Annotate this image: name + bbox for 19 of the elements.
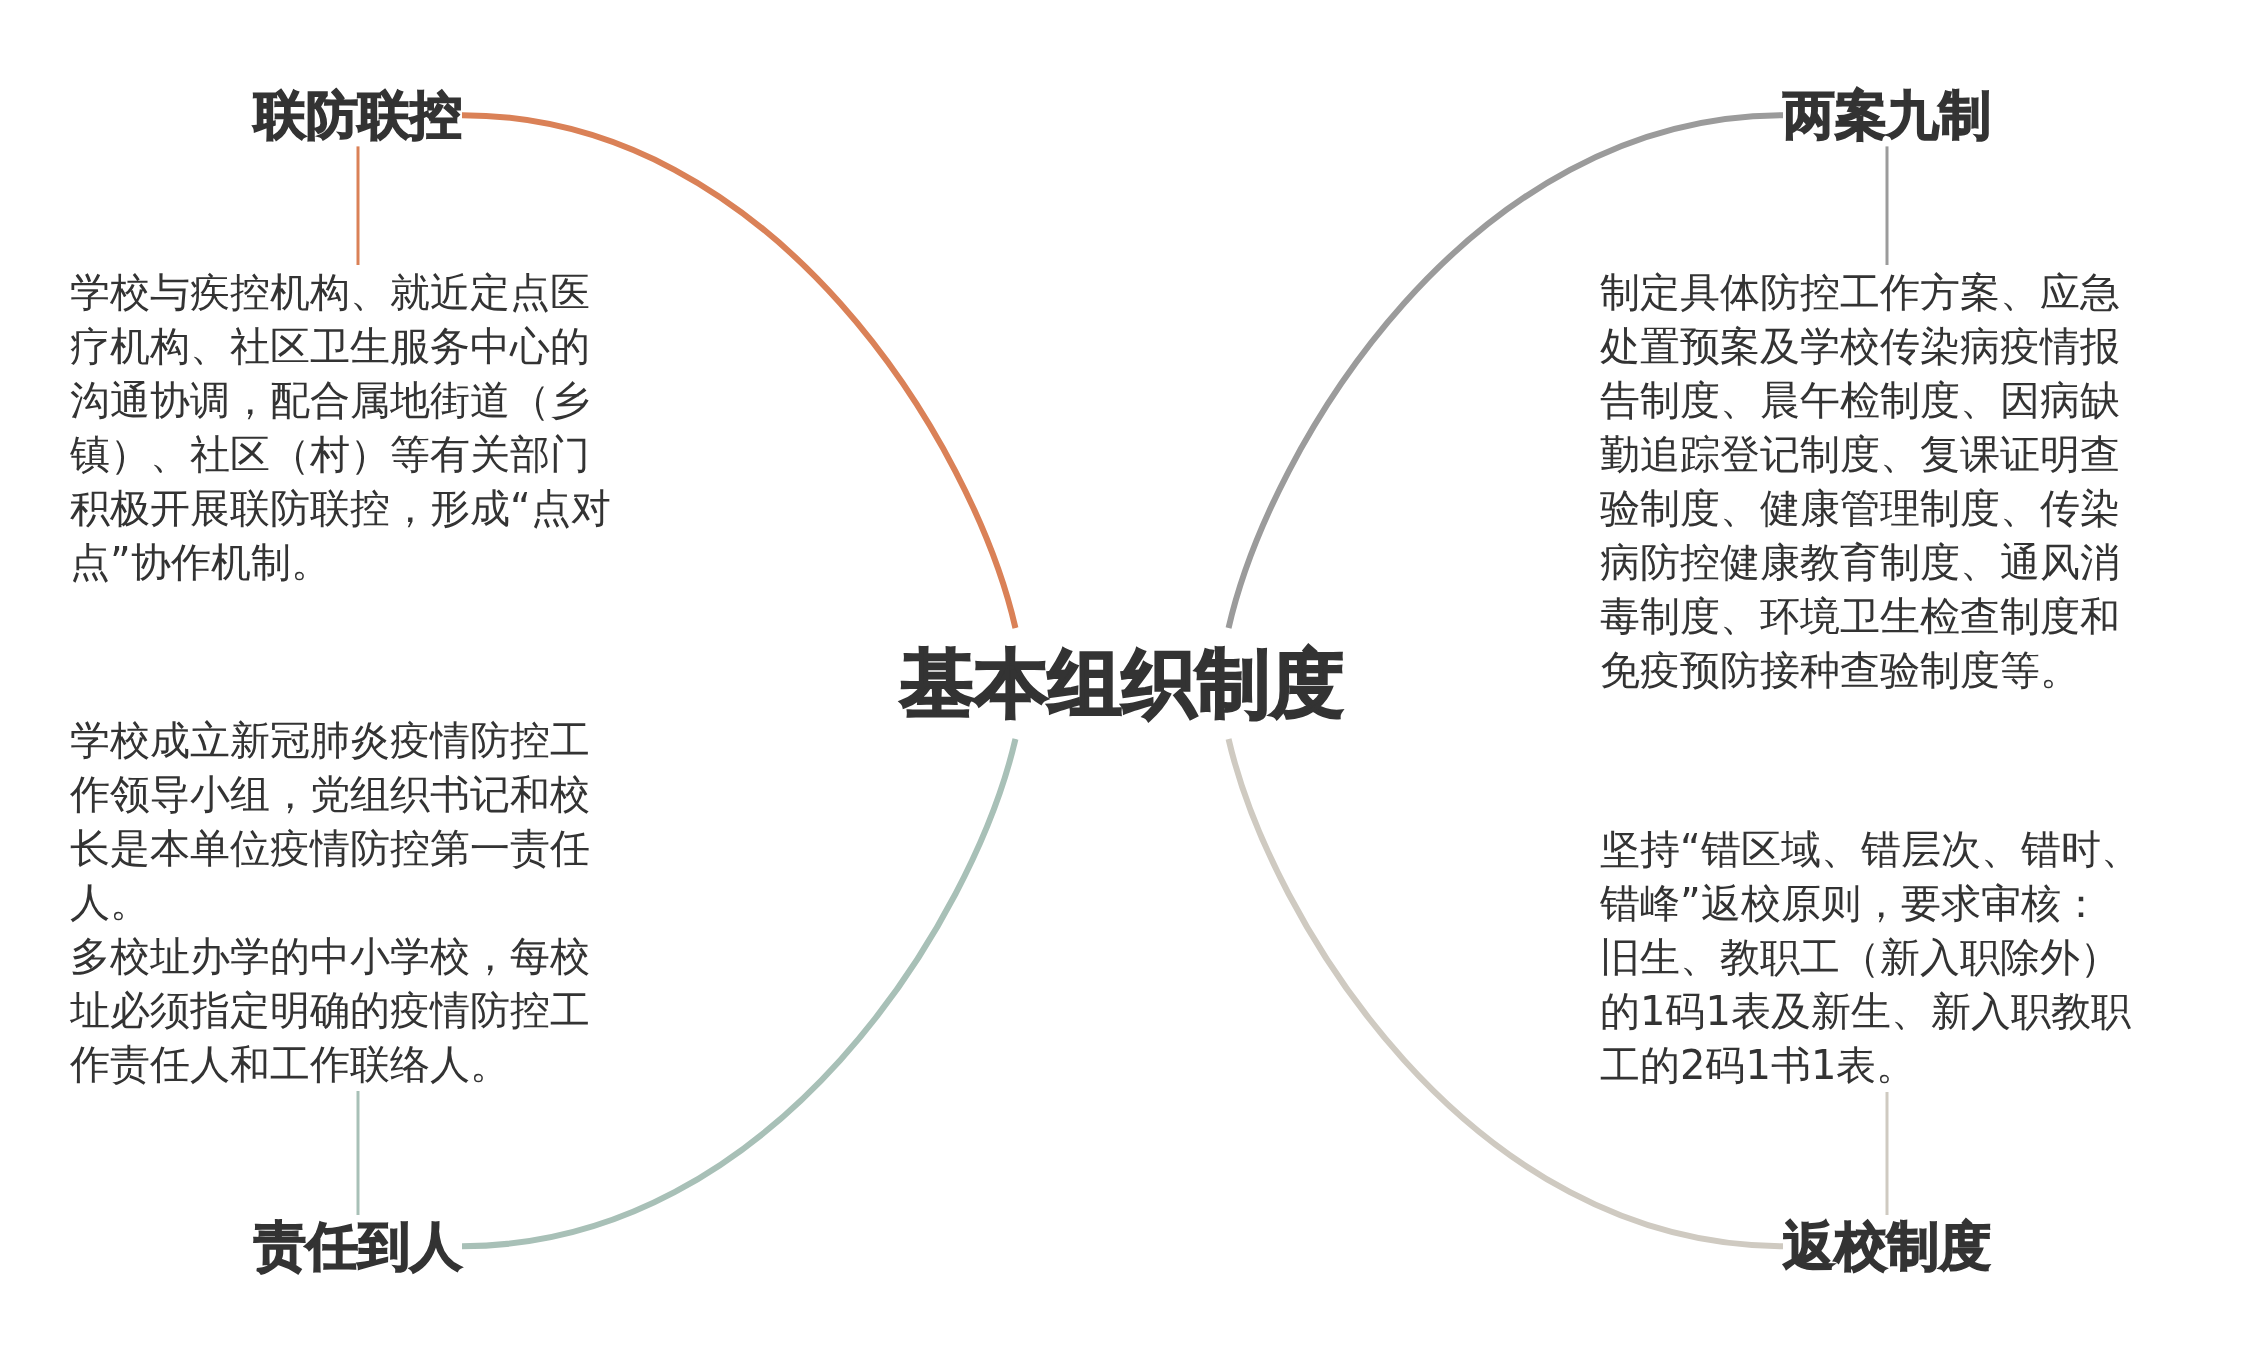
- connector-line: [356, 146, 360, 265]
- connector-line: [1885, 146, 1889, 265]
- branch-heading: 责任到人: [254, 1215, 462, 1278]
- description-paragraph: 学校成立新冠肺炎疫情防控工作领导小组，党组织书记和校长是本单位疫情防控第一责任人。: [70, 716, 591, 927]
- curved-connector: [461, 738, 1019, 1250]
- description-paragraph: 多校址办学的中小学校，每校址必须指定明确的疫情防控工作责任人和工作联络人。: [70, 932, 591, 1089]
- connector-line: [1885, 1092, 1889, 1215]
- description-paragraph: 旧生、教职工（新入职除外）的1码1表及新生、新入职教职工的2码1书1表。: [1600, 933, 2132, 1090]
- branch-description: 学校与疾控机构、就近定点医疗机构、社区卫生服务中心的沟通协调，配合属地街道（乡镇）、社区（村）等有关部门积极开展联防联控，形成“点对点”协作机制。: [70, 265, 620, 589]
- connector-line: [356, 1091, 360, 1215]
- branch-heading: 联防联控: [254, 84, 462, 147]
- branch-description: 制定具体防控工作方案、应急处置预案及学校传染病疫情报告制度、晨午检制度、因病缺勤追踪登记制度、复课证明查验制度、健康管理制度、传染病防控健康教育制度、通风消毒制度、环境卫生检查制度和免疫预防接种查验制度等。: [1600, 265, 2150, 697]
- description-paragraph: 坚持“错区域、错层次、错时、错峰”返校原则，要求审核：: [1600, 825, 2142, 928]
- central-topic: 基本组织制度: [900, 628, 1344, 739]
- curved-connector: [1225, 738, 1784, 1250]
- curved-connector: [1225, 112, 1784, 629]
- branch-heading: 返校制度: [1783, 1215, 1991, 1278]
- branch-heading: 两案九制: [1783, 84, 1991, 147]
- curved-connector: [461, 112, 1019, 629]
